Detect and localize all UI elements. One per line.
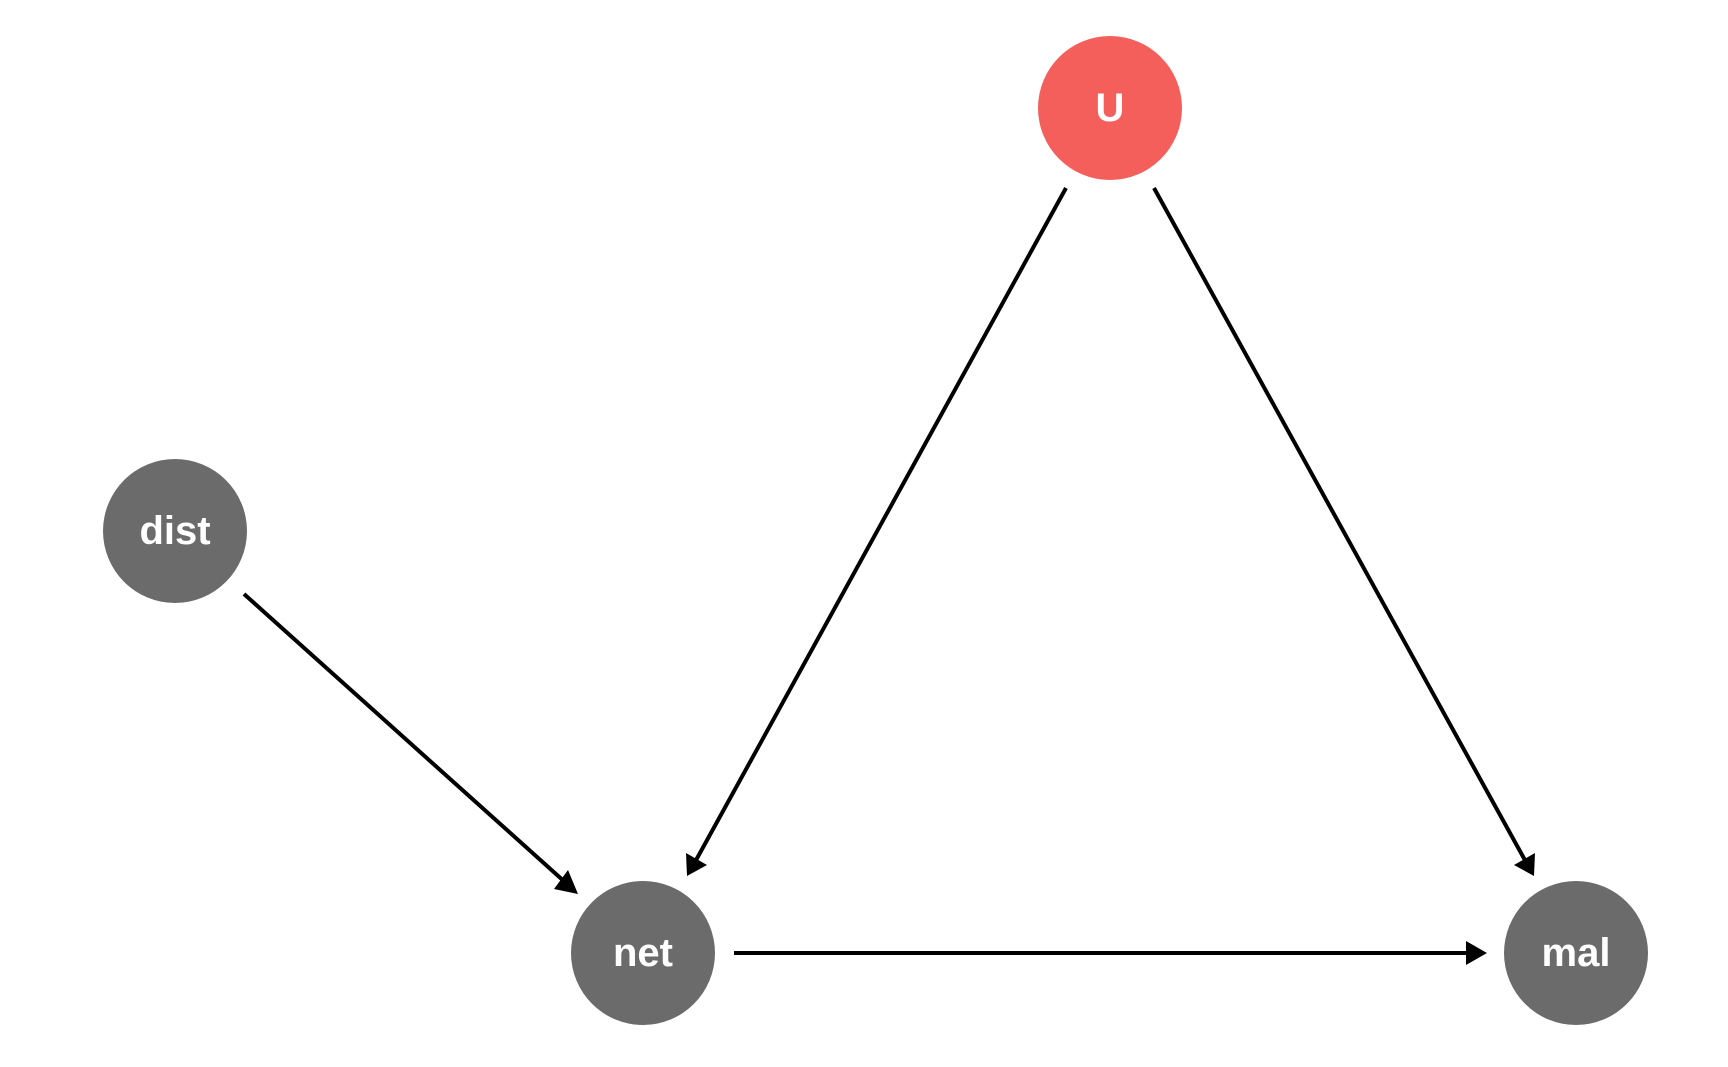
node-dist: dist (103, 459, 247, 603)
edge-line (242, 592, 568, 885)
node-label: dist (139, 509, 210, 553)
node-label: net (613, 931, 673, 975)
edge-U-mal (1152, 187, 1535, 876)
node-net: net (571, 881, 715, 1025)
arrow-head (686, 853, 707, 876)
edge-line (693, 187, 1068, 863)
node-U: U (1038, 36, 1182, 180)
node-label: U (1096, 86, 1125, 130)
node-circle (571, 881, 715, 1025)
arrow-head (554, 870, 578, 894)
arrow-head (1466, 941, 1487, 965)
node-label: mal (1542, 931, 1611, 975)
edge-U-net (686, 187, 1068, 876)
edge-dist-net (242, 592, 578, 894)
edge-net-mal (734, 941, 1487, 965)
node-circle-latent (1038, 36, 1182, 180)
arrow-head (1514, 853, 1535, 876)
edge-line (1152, 187, 1528, 863)
node-circle (103, 459, 247, 603)
node-circle (1504, 881, 1648, 1025)
node-mal: mal (1504, 881, 1648, 1025)
